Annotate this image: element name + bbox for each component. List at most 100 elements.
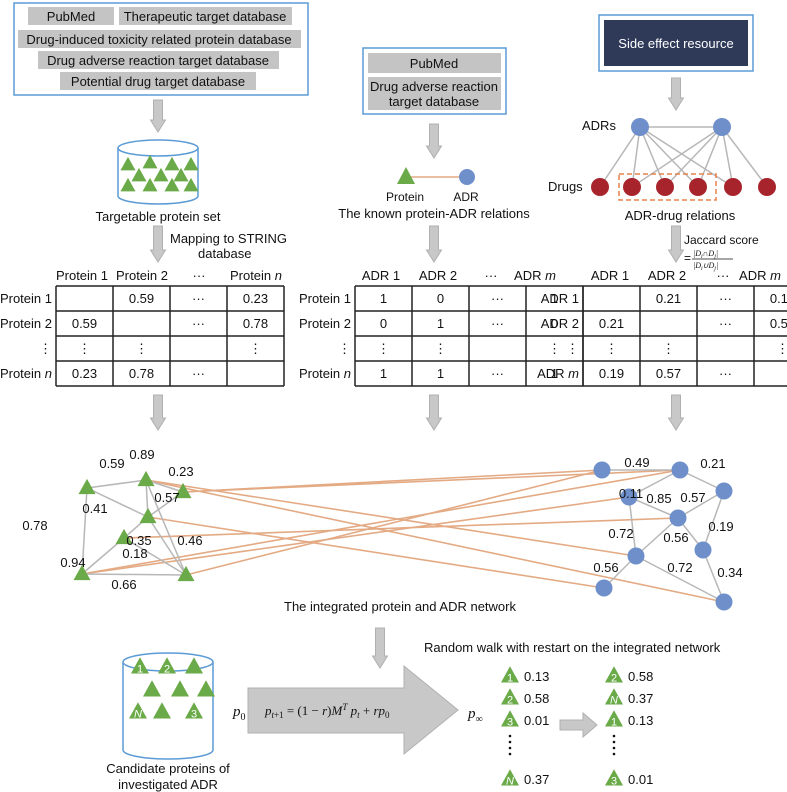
down-arrow [667, 225, 685, 263]
svg-text:=: = [684, 251, 691, 265]
candidate-protein-label: 1 [137, 663, 143, 675]
matrix-col-header: ADR 1 [591, 268, 629, 283]
protein-legend-label: Protein [386, 190, 424, 204]
matrix-cell: ⋮ [135, 341, 148, 356]
drugs-label: Drugs [548, 179, 583, 194]
matrix-col-header: ··· [193, 268, 206, 283]
protein-triangle-icon [397, 167, 415, 184]
ellipsis-dot [508, 740, 512, 744]
candidate-protein-label: 3 [507, 716, 513, 728]
matrix-col-header: ··· [485, 268, 498, 283]
drug-node [656, 178, 674, 196]
matrix-cell: 0.78 [129, 366, 154, 381]
candidate-protein-triangle [501, 688, 519, 705]
candidate-protein-triangle [143, 680, 161, 697]
network-adr-node [669, 509, 687, 527]
down-arrow [425, 123, 443, 159]
protein-adr-edge [81, 496, 630, 575]
score-value: 0.13 [628, 713, 653, 728]
protein-edge-weight: 0.41 [82, 501, 107, 516]
adr-drug-bipartite [591, 118, 776, 201]
matrix-cell: 1 [380, 366, 387, 381]
source1-potential-target-db: Potential drug target database [71, 74, 245, 89]
matrix-cell: ··· [719, 291, 732, 306]
adr-drug-edge [639, 126, 699, 188]
source-box-1: PubMed Therapeutic target database Drug-… [13, 2, 309, 96]
flow-arrows [149, 77, 685, 669]
adr-adr-edge [635, 555, 725, 603]
ellipsis-dot [612, 740, 616, 744]
network-adr-node [627, 547, 645, 565]
candidate-protein-triangle [605, 688, 623, 705]
candidate-protein-triangle [131, 657, 149, 674]
source1-pubmed: PubMed [47, 9, 95, 24]
rwr-formula: pt+1 = (1 − r)MT pt + rp0 [264, 702, 390, 720]
adr-drug-caption: ADR-drug relations [625, 208, 736, 223]
down-arrow [149, 99, 167, 133]
matrix-cell: 0.21 [656, 291, 681, 306]
network-adr-node [694, 541, 712, 559]
candidate-protein-triangle [605, 769, 623, 786]
candidate-caption-1: Candidate proteins of [106, 761, 230, 776]
network-protein-node [177, 565, 195, 582]
matrix-row-header: ⋮ [338, 341, 351, 356]
candidate-protein-label: 3 [191, 708, 197, 720]
matrix-row-header: ADR 1 [541, 291, 579, 306]
rwr-label: Random walk with restart on the integrat… [424, 640, 721, 655]
drug-node [591, 178, 609, 196]
protein-edge-weight: 0.89 [129, 447, 154, 462]
matrix-cell: ··· [491, 291, 504, 306]
candidate-protein-triangle [605, 710, 623, 727]
protein-protein-edge [81, 573, 187, 576]
adr-adr-edge [628, 496, 679, 519]
protein-adr-edge [81, 469, 681, 575]
protein-edge-weight: 0.66 [111, 577, 136, 592]
score-value: 0.37 [524, 772, 549, 787]
adr-edge-weight: 0.56 [593, 560, 618, 575]
svg-text:pt+1 = (1 − r)MT pt + rp0: pt+1 = (1 − r)MT pt + rp0 [264, 702, 390, 720]
network-adr-node [715, 482, 733, 500]
matrix-cell: ⋮ [605, 341, 618, 356]
matrix-row-header: ⋮ [566, 341, 579, 356]
adr-edge-weight: 0.21 [700, 456, 725, 471]
candidate-protein-triangle [197, 680, 215, 697]
matrix-row-header: Protein 2 [299, 316, 351, 331]
matrix-cell: 0.78 [243, 316, 268, 331]
source1-adr-target-db: Drug adverse reaction target database [47, 53, 269, 68]
protein-triangle [164, 177, 180, 192]
matrix-row-header: ⋮ [39, 341, 52, 356]
down-arrow [425, 225, 443, 263]
drug-node [623, 178, 641, 196]
network-protein-node [137, 470, 155, 487]
ellipsis-dot [508, 752, 512, 756]
candidate-protein-triangle [605, 666, 623, 683]
drug-node [758, 178, 776, 196]
matrix-cell: ⋮ [78, 341, 91, 356]
network-adr-node [671, 461, 689, 479]
targetable-protein-caption: Targetable protein set [95, 209, 220, 224]
candidate-protein-triangle [158, 657, 176, 674]
matrix-col-header: ADR m [739, 268, 781, 283]
mapping-label-1: Mapping to STRING [170, 231, 287, 246]
matrix-row-header: ADR 2 [541, 316, 579, 331]
matrix-cell: ··· [491, 316, 504, 331]
network-protein-node [174, 482, 192, 499]
protein-edge-weight: 0.46 [177, 533, 202, 548]
matrix-cell: 1 [380, 291, 387, 306]
ellipsis-dot [508, 746, 512, 750]
jaccard-label: Jaccard score [684, 233, 759, 247]
score-value: 0.01 [628, 772, 653, 787]
source-box-3: Side effect resource [598, 14, 754, 72]
candidate-protein-triangle [129, 702, 147, 719]
down-arrow [149, 394, 167, 431]
adr-drug-edge [599, 126, 641, 188]
matrix-cell: ⋮ [662, 341, 675, 356]
adr-edge-weight: 0.56 [663, 530, 688, 545]
matrix-cell: 1 [437, 316, 444, 331]
score-value: 0.01 [524, 713, 549, 728]
